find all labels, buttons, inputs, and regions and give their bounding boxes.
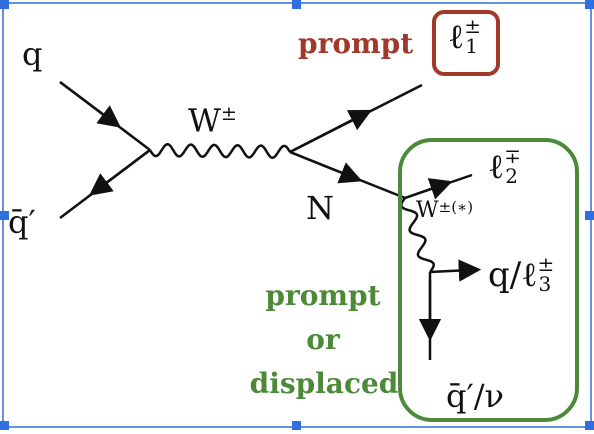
- label-n: N: [306, 189, 334, 227]
- quark-arrow-q: [59, 81, 121, 128]
- resize-handle-middle-left[interactable]: [0, 211, 9, 220]
- w-star-line: [399, 197, 436, 273]
- prompt-lepton-box: [432, 10, 500, 76]
- annotation-prompt-green: prompt: [265, 279, 381, 312]
- q-l3-line: [429, 259, 482, 282]
- label-q-l3: q/ℓ±3: [488, 252, 555, 296]
- lepton2-arrow: [404, 178, 453, 200]
- displaced-region-box: [398, 138, 579, 422]
- lepton1-arrow: [289, 109, 373, 154]
- label-qbar-nu: q̄′/ν: [446, 377, 504, 415]
- annotation-displaced: displaced: [249, 367, 399, 400]
- annotation-prompt-red: prompt: [298, 27, 414, 60]
- label-w: W±: [188, 101, 237, 140]
- resize-handle-top-right[interactable]: [585, 0, 594, 9]
- resize-handle-bottom-left[interactable]: [0, 421, 9, 430]
- resize-handle-top-center[interactable]: [292, 0, 301, 9]
- antiquark-arrow: [89, 149, 151, 196]
- n-arrow: [289, 150, 363, 184]
- resize-handle-top-left[interactable]: [0, 0, 9, 9]
- resize-handle-middle-right[interactable]: [585, 211, 594, 220]
- w-boson-line: [148, 142, 292, 160]
- annotation-or: or: [306, 323, 340, 356]
- label-w-star: W±(∗): [416, 198, 474, 223]
- label-lepton2: ℓ∓2: [488, 144, 522, 188]
- label-lepton1: ℓ±1: [448, 14, 482, 58]
- resize-handle-bottom-right[interactable]: [585, 421, 594, 430]
- label-q: q: [22, 35, 43, 73]
- label-qbar: q̄′: [8, 203, 36, 241]
- resize-handle-bottom-center[interactable]: [292, 421, 301, 430]
- selection-frame[interactable]: [2, 2, 592, 428]
